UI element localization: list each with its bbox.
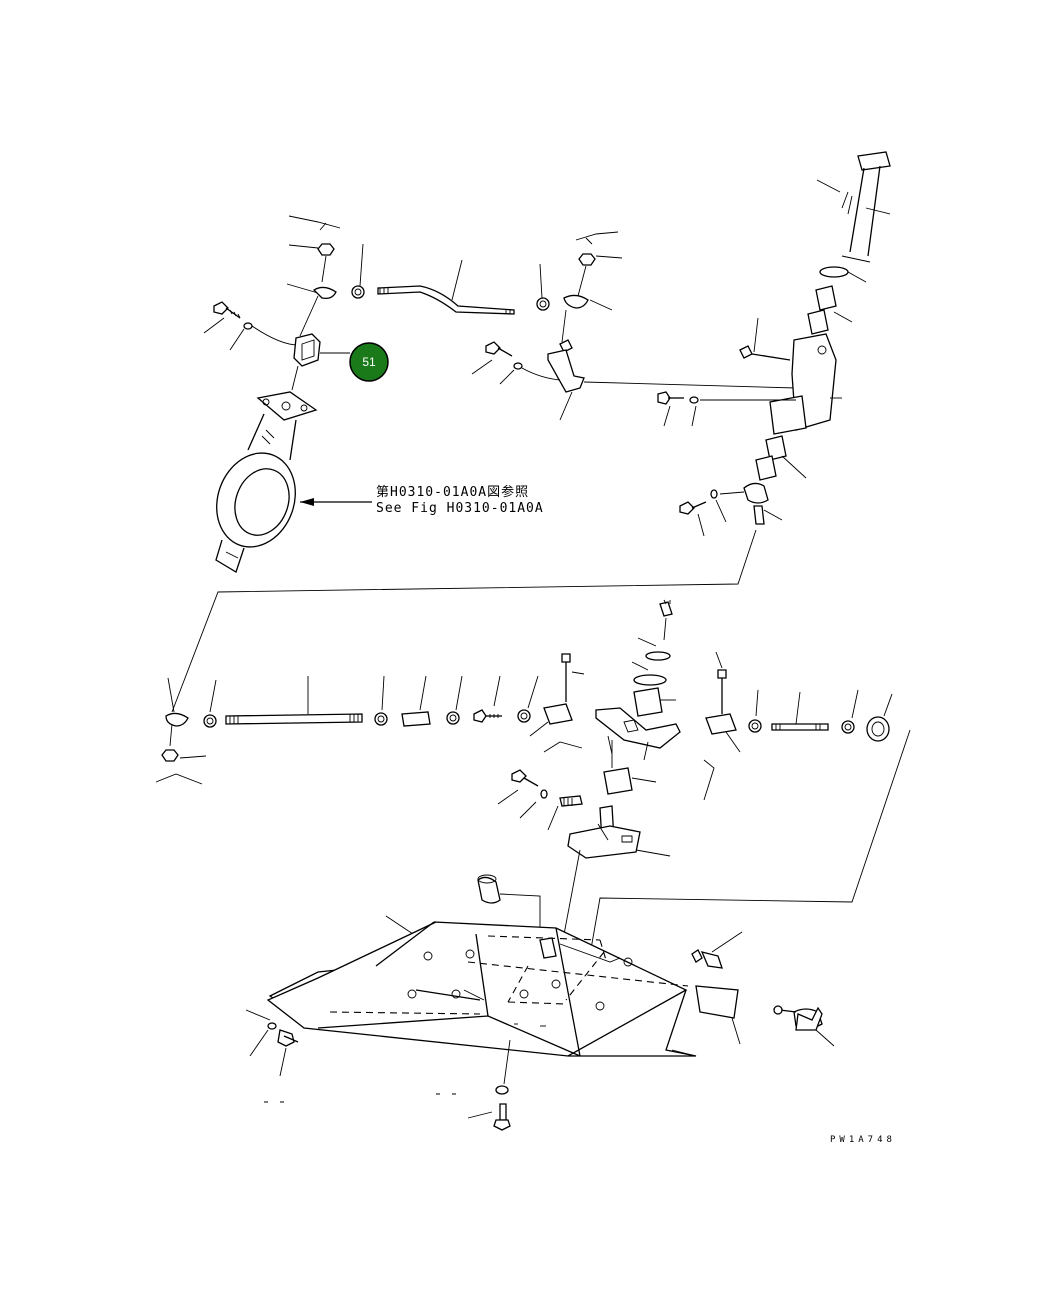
upper-left-assembly xyxy=(203,215,372,573)
ref-note-jp: 第H0310-01A0A図参照 xyxy=(376,484,529,500)
upper-middle-assembly xyxy=(377,231,797,421)
ref-note-en: See Fig H0310-01A0A xyxy=(376,501,544,516)
connector-top-to-middle xyxy=(171,529,757,713)
lower-frame-assembly xyxy=(245,874,835,1131)
callout-51-label: 51 xyxy=(362,355,376,369)
drawing-code: PW1A748 xyxy=(830,1135,896,1145)
middle-linkage-assembly xyxy=(155,599,893,859)
callout-51[interactable]: 51 xyxy=(349,342,389,382)
upper-right-assembly xyxy=(657,151,891,537)
